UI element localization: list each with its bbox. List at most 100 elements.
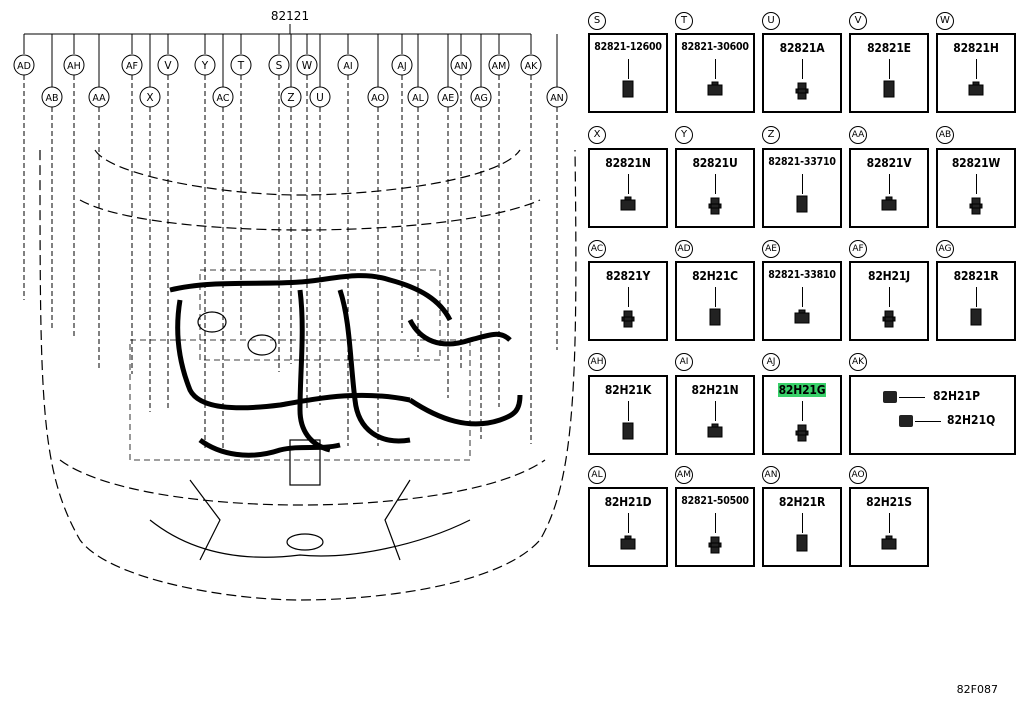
connector-box-am[interactable]: 82821-50500 bbox=[675, 487, 755, 567]
callout-w: W bbox=[296, 54, 318, 76]
leader-line bbox=[889, 513, 890, 533]
callout-label: AB bbox=[45, 93, 58, 104]
connector-box-y[interactable]: 82821U bbox=[675, 148, 755, 228]
connector-balloon-aa: AA bbox=[849, 126, 867, 144]
leader-line bbox=[715, 401, 716, 421]
connector-icon bbox=[620, 535, 636, 550]
connector-balloon-y: Y bbox=[675, 126, 693, 144]
connector-balloon-ac: AC bbox=[588, 240, 606, 258]
callout-ad: AD bbox=[13, 54, 35, 76]
callout-label: AI bbox=[343, 61, 352, 72]
leader-line bbox=[715, 59, 716, 79]
connector-part-number: 82821R bbox=[953, 269, 999, 283]
connector-icon bbox=[621, 310, 635, 328]
leader-line bbox=[802, 513, 803, 533]
connector-box-aj[interactable]: 82H21G bbox=[762, 375, 842, 455]
connector-balloon-ah: AH bbox=[588, 353, 606, 371]
connector-icon bbox=[708, 197, 722, 215]
leader-line bbox=[715, 513, 716, 533]
connector-icon bbox=[968, 81, 984, 96]
connector-box-ao[interactable]: 82H21S bbox=[849, 487, 929, 567]
callout-label: T bbox=[237, 60, 245, 72]
connector-balloon-w: W bbox=[936, 12, 954, 30]
leader-line bbox=[628, 59, 629, 79]
leader-line bbox=[802, 59, 803, 79]
connector-icon bbox=[620, 196, 636, 211]
connector-box-ag[interactable]: 82821R bbox=[936, 261, 1016, 341]
callout-label: S bbox=[276, 60, 283, 72]
connector-box-af[interactable]: 82H21J bbox=[849, 261, 929, 341]
connector-box-ac[interactable]: 82821Y bbox=[588, 261, 668, 341]
connector-part-number: 82H21Q bbox=[947, 413, 996, 427]
callout-v: V bbox=[157, 54, 179, 76]
connector-box-ai[interactable]: 82H21N bbox=[675, 375, 755, 455]
connector-part-number: 82H21S bbox=[866, 495, 912, 509]
callout-am: AM bbox=[488, 54, 510, 76]
connector-icon bbox=[882, 310, 896, 328]
connector-balloon-an: AN bbox=[762, 466, 780, 484]
connector-icon bbox=[899, 415, 913, 427]
leader-line bbox=[915, 421, 941, 422]
connector-box-s[interactable]: 82821-12600 bbox=[588, 33, 668, 113]
callout-label: W bbox=[302, 60, 313, 72]
callout-label: AA bbox=[92, 93, 106, 104]
connector-part-number: 82821Y bbox=[605, 269, 651, 283]
connector-box-w[interactable]: 82821H bbox=[936, 33, 1016, 113]
connector-icon bbox=[622, 80, 634, 98]
leader-line bbox=[899, 397, 925, 398]
connector-part-number: 82821-30600 bbox=[681, 41, 749, 53]
connector-balloon-ai: AI bbox=[675, 353, 693, 371]
leader-line bbox=[628, 287, 629, 307]
connector-balloon-v: V bbox=[849, 12, 867, 30]
connector-box-x[interactable]: 82821N bbox=[588, 148, 668, 228]
connector-icon bbox=[794, 309, 810, 324]
connector-balloon-am: AM bbox=[675, 466, 693, 484]
connector-part-number: 82821A bbox=[779, 41, 825, 55]
connector-part-number: 82821-50500 bbox=[681, 495, 749, 507]
leader-line bbox=[889, 287, 890, 307]
connector-box-ak[interactable]: 82H21P 82H21Q bbox=[849, 375, 1016, 455]
connector-box-u[interactable]: 82821A bbox=[762, 33, 842, 113]
connector-icon bbox=[707, 81, 723, 96]
connector-balloon-aj: AJ bbox=[762, 353, 780, 371]
callout-u: U bbox=[309, 86, 331, 108]
connector-icon bbox=[707, 423, 723, 438]
connector-box-t[interactable]: 82821-30600 bbox=[675, 33, 755, 113]
connector-part-number: 82821N bbox=[605, 156, 651, 170]
connector-part-number: 82H21J bbox=[868, 269, 910, 283]
connector-balloon-z: Z bbox=[762, 126, 780, 144]
leader-line bbox=[976, 287, 977, 307]
connector-part-number: 82821-33810 bbox=[768, 269, 836, 281]
connector-icon bbox=[708, 536, 722, 554]
callout-an: AN bbox=[546, 86, 568, 108]
connector-box-ae[interactable]: 82821-33810 bbox=[762, 261, 842, 341]
leader-line bbox=[802, 287, 803, 307]
connector-box-v[interactable]: 82821E bbox=[849, 33, 929, 113]
connector-icon bbox=[796, 195, 808, 213]
connector-part-number: 82H21P bbox=[933, 389, 980, 403]
connector-box-ah[interactable]: 82H21K bbox=[588, 375, 668, 455]
connector-box-aa[interactable]: 82821V bbox=[849, 148, 929, 228]
connector-icon bbox=[881, 535, 897, 550]
connector-box-an[interactable]: 82H21R bbox=[762, 487, 842, 567]
diagram-code: 82F087 bbox=[956, 683, 998, 696]
connector-part-number: 82821-33710 bbox=[768, 156, 836, 168]
connector-balloon-ad: AD bbox=[675, 240, 693, 258]
main-part-number: 82121 bbox=[271, 9, 309, 23]
callout-ah: AH bbox=[63, 54, 85, 76]
connector-part-number: 82H21D bbox=[604, 495, 652, 509]
connector-icon bbox=[795, 424, 809, 442]
leader-line bbox=[715, 174, 716, 194]
leader-line bbox=[715, 287, 716, 307]
callout-label: AE bbox=[442, 93, 455, 104]
callout-label: AK bbox=[525, 61, 538, 72]
connector-box-ad[interactable]: 82H21C bbox=[675, 261, 755, 341]
connector-part-number: 82821U bbox=[692, 156, 738, 170]
callout-label: U bbox=[316, 92, 324, 104]
callout-label: V bbox=[164, 60, 172, 72]
connector-box-ab[interactable]: 82821W bbox=[936, 148, 1016, 228]
connector-box-z[interactable]: 82821-33710 bbox=[762, 148, 842, 228]
connector-box-al[interactable]: 82H21D bbox=[588, 487, 668, 567]
